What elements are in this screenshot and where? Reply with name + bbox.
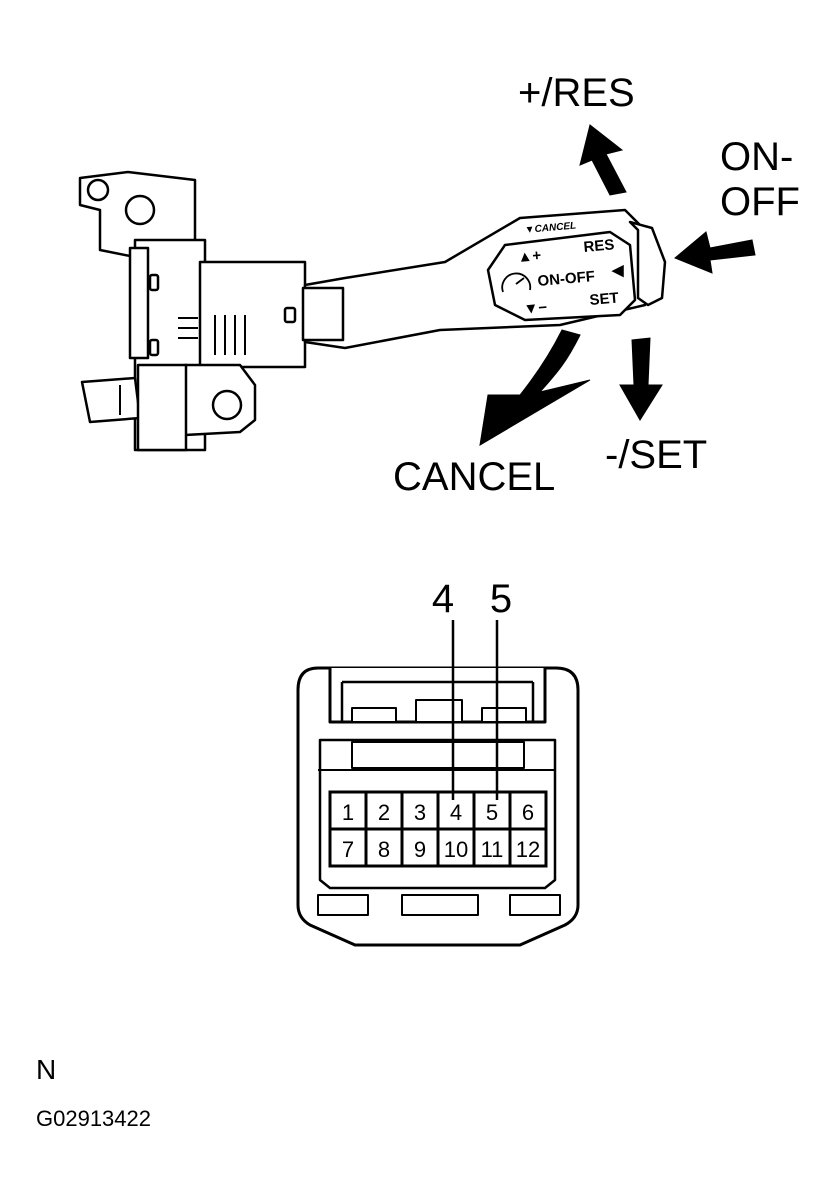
callout-5: 5 <box>490 577 512 621</box>
switch-body-side <box>128 246 150 360</box>
lever-markings: ▼CANCEL ▲+ RES ON-OFF ◀ ▼− SET <box>517 221 624 318</box>
pin-7: 7 <box>342 837 354 862</box>
lever-res-text: RES <box>583 236 615 256</box>
mounting-hole-top <box>124 194 156 226</box>
pin-10: 10 <box>444 837 468 862</box>
set-arrow-icon <box>619 337 663 421</box>
pin-1: 1 <box>342 800 354 825</box>
switch-base <box>136 363 188 452</box>
body-slot-2 <box>148 338 160 357</box>
lever-on-off-arrow: ◀ <box>611 262 624 279</box>
lever-cancel-text: ▼CANCEL <box>524 221 576 236</box>
lever-head <box>486 230 637 322</box>
pin-4: 4 <box>450 800 462 825</box>
lock-window-1 <box>351 707 397 723</box>
on-off-arrow-icon <box>674 231 756 274</box>
side-connector <box>80 376 142 424</box>
lever-plus-text: ▲+ <box>517 247 542 266</box>
connector-upper-slot <box>351 741 525 769</box>
mounting-hole-top-small <box>86 178 110 202</box>
pin-6: 6 <box>522 800 534 825</box>
terminal-fins <box>178 315 246 355</box>
direction-arrows <box>479 124 756 446</box>
cruise-icon <box>501 272 532 293</box>
cancel-arrow-icon <box>479 329 591 446</box>
connector-foot-2 <box>401 894 479 916</box>
pin-12: 12 <box>516 837 540 862</box>
cruise-control-switch <box>78 170 667 452</box>
pin-8: 8 <box>378 837 390 862</box>
pin-3: 3 <box>414 800 426 825</box>
lever-end-cap <box>628 220 667 307</box>
pin-9: 9 <box>414 837 426 862</box>
pin-grid <box>328 790 548 868</box>
callout-4: 4 <box>432 577 454 621</box>
lock-window-3 <box>481 707 527 723</box>
pin-numbers-top: 1 2 3 4 5 6 <box>342 800 534 825</box>
res-arrow-icon <box>579 124 627 196</box>
on-off-label-line1: ON- <box>720 135 793 179</box>
code-letter: N <box>36 1054 57 1085</box>
figure-id: G02913422 <box>36 1106 151 1131</box>
connector-foot-3 <box>509 894 561 916</box>
set-label: -/SET <box>605 433 707 477</box>
pin-numbers-bottom: 7 8 9 10 11 12 <box>342 837 540 862</box>
body-slot-3 <box>283 306 297 324</box>
lever-minus-text: ▼− <box>523 299 548 318</box>
cancel-label: CANCEL <box>393 455 555 499</box>
mounting-hole-bottom <box>211 389 243 421</box>
res-label: +/RES <box>518 71 635 115</box>
lock-window-2 <box>415 699 463 723</box>
lever-on-off-text: ON-OFF <box>537 268 596 290</box>
pin-2: 2 <box>378 800 390 825</box>
lever-set-text: SET <box>589 290 620 309</box>
pin-11: 11 <box>481 837 504 862</box>
pin-5: 5 <box>486 800 498 825</box>
lever-collar <box>301 286 345 342</box>
connector-foot-1 <box>317 894 369 916</box>
pin-callouts <box>451 620 499 800</box>
on-off-label-line2: OFF <box>720 180 800 224</box>
body-slot-1 <box>148 273 160 292</box>
